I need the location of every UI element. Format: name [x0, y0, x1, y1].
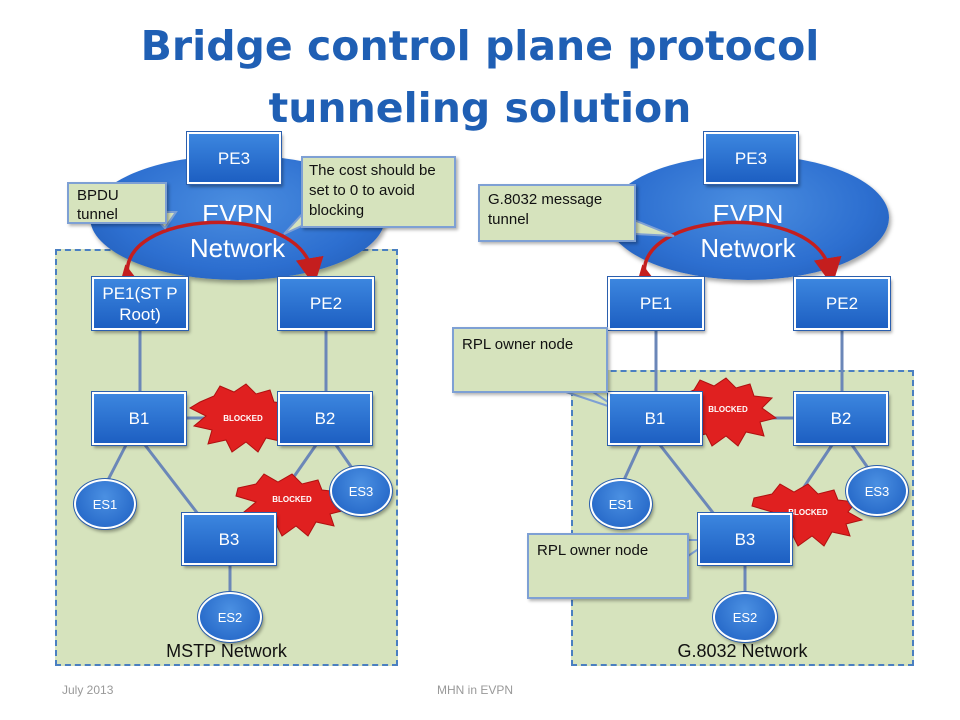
right-es2-node: ES2	[712, 591, 778, 643]
link-right-b2-es3	[850, 444, 870, 469]
left-pe3-node: PE3	[186, 131, 282, 185]
left-blocked-label-2: BLOCKED	[272, 495, 312, 504]
right-pe3-node: PE3	[703, 131, 799, 185]
footer-center-text: MHN in EVPN	[437, 683, 514, 697]
right-blocked-label-1: BLOCKED	[708, 405, 748, 414]
left-pe2-node: PE2	[277, 276, 375, 331]
right-pe1-node: PE1	[607, 276, 705, 331]
footer-date: July 2013	[62, 683, 114, 697]
right-rpl-owner-callout-2: RPL owner node	[527, 533, 689, 599]
left-bpdu-tunnel-arc	[116, 220, 324, 295]
slide-title-line-1: Bridge control plane protocol	[140, 22, 820, 70]
right-rpl-owner-callout-1: RPL owner node	[452, 327, 608, 393]
right-g8032-tunnel-arc	[633, 220, 842, 295]
slide-title-line-2: tunneling solution	[268, 84, 692, 132]
right-g8032-tunnel-callout: G.8032 message tunnel	[478, 184, 636, 242]
left-es2-node: ES2	[197, 591, 263, 643]
right-tunnel-callout-pointer	[633, 218, 675, 237]
right-b1-node: B1	[607, 391, 703, 446]
left-cost-callout: The cost should be set to 0 to avoid blo…	[301, 156, 456, 228]
left-es1-node: ES1	[73, 478, 137, 530]
left-blocked-label-1: BLOCKED	[223, 414, 263, 423]
mstp-network-label: MSTP Network	[166, 641, 287, 661]
g8032-network-label: G.8032 Network	[677, 641, 808, 661]
right-blocked-label-2: BLOCKED	[788, 508, 828, 517]
right-es3-node: ES3	[845, 465, 909, 517]
right-b3-node: B3	[697, 512, 793, 566]
right-es1-node: ES1	[589, 478, 653, 530]
link-right-b1-b3	[658, 444, 716, 515]
link-b2-es3	[334, 444, 354, 469]
link-b1-b3	[143, 444, 200, 515]
link-right-b1-es1	[622, 444, 642, 481]
left-bpdu-tunnel-callout: BPDU tunnel	[67, 182, 167, 224]
left-b2-node: B2	[277, 391, 373, 446]
link-b1-es1	[106, 444, 128, 481]
left-b1-node: B1	[91, 391, 187, 446]
right-pe2-node: PE2	[793, 276, 891, 331]
right-b2-node: B2	[793, 391, 889, 446]
left-es3-node: ES3	[329, 465, 393, 517]
left-b3-node: B3	[181, 512, 277, 566]
left-pe1-stp-root-node: PE1(ST P Root)	[91, 276, 189, 331]
